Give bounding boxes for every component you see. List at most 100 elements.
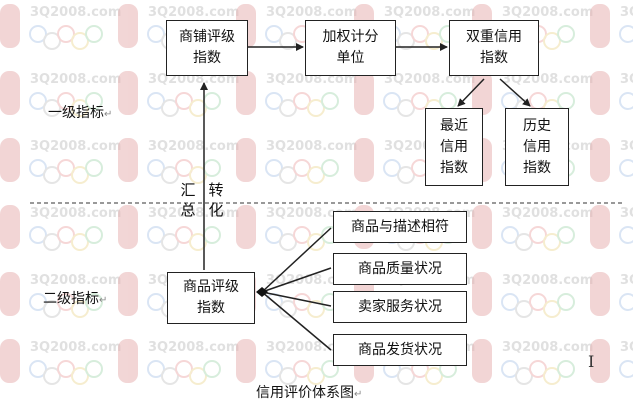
- watermark-logo-icon: [236, 205, 256, 249]
- watermark-ring-icon: [71, 300, 89, 318]
- watermark-text: 3Q2008.com: [502, 340, 593, 355]
- watermark-ring-icon: [29, 226, 47, 244]
- link-goods-match: [261, 227, 332, 293]
- watermark-ring-icon: [29, 25, 47, 43]
- watermark-tile: 3Q2008.com: [236, 138, 357, 184]
- watermark-ring-icon: [515, 233, 533, 251]
- goods-rating-index-box: 商品评级 指数: [167, 272, 255, 324]
- watermark-ring-icon: [279, 99, 297, 117]
- watermark-ring-icon: [557, 25, 575, 43]
- goods-shipping-box: 商品发货状况: [333, 334, 467, 366]
- watermark-ring-icon: [147, 226, 165, 244]
- watermark-ring-icon: [71, 367, 89, 385]
- watermark-text: 3Q2008.com: [620, 273, 633, 288]
- watermark-text: 3Q2008.com: [30, 5, 121, 20]
- goods-match-description-box: 商品与描述相符: [333, 211, 467, 243]
- watermark-ring-icon: [501, 293, 519, 311]
- watermark-ring-icon: [189, 166, 207, 184]
- watermark-ring-icon: [43, 99, 61, 117]
- watermark-logo-icon: [354, 71, 374, 115]
- watermark-ring-icon: [71, 233, 89, 251]
- watermark-ring-icon: [147, 92, 165, 110]
- watermark-logo-icon: [0, 272, 20, 316]
- watermark-tile: 3Q2008.com: [0, 138, 121, 184]
- watermark-ring-icon: [321, 92, 339, 110]
- watermark-ring-icon: [57, 226, 75, 244]
- watermark-ring-icon: [85, 159, 103, 177]
- watermark-ring-icon: [619, 293, 633, 311]
- watermark-ring-icon: [85, 360, 103, 378]
- watermark-ring-icon: [43, 32, 61, 50]
- watermark-ring-icon: [175, 360, 193, 378]
- watermark-ring-icon: [71, 166, 89, 184]
- watermark-ring-icon: [293, 226, 311, 244]
- watermark-logo-icon: [590, 339, 610, 383]
- watermark-ring-icon: [619, 360, 633, 378]
- watermark-ring-icon: [265, 360, 283, 378]
- watermark-text: 3Q2008.com: [620, 340, 633, 355]
- watermark-ring-icon: [543, 300, 561, 318]
- watermark-logo-icon: [590, 71, 610, 115]
- watermark-logo-icon: [236, 71, 256, 115]
- watermark-text: 3Q2008.com: [266, 139, 357, 154]
- watermark-tile: 3Q2008.com: [118, 339, 239, 385]
- watermark-ring-icon: [189, 99, 207, 117]
- watermark-ring-icon: [71, 32, 89, 50]
- watermark-ring-icon: [397, 367, 415, 385]
- watermark-ring-icon: [307, 99, 325, 117]
- watermark-text: 3Q2008.com: [30, 273, 121, 288]
- arrow-dual-to-history: [499, 78, 531, 107]
- watermark-ring-icon: [29, 360, 47, 378]
- recent-credit-index-box: 最近 信用 指数: [425, 108, 483, 186]
- watermark-logo-icon: [472, 205, 492, 249]
- watermark-ring-icon: [71, 99, 89, 117]
- watermark-text: 3Q2008.com: [148, 139, 239, 154]
- history-credit-index-box: 历史 信用 指数: [505, 108, 569, 186]
- watermark-ring-icon: [161, 99, 179, 117]
- watermark-ring-icon: [161, 166, 179, 184]
- watermark-ring-icon: [279, 300, 297, 318]
- watermark-ring-icon: [57, 92, 75, 110]
- watermark-ring-icon: [147, 360, 165, 378]
- dual-credit-index-box: 双重信用 指数: [449, 20, 539, 76]
- watermark-ring-icon: [293, 360, 311, 378]
- watermark-ring-icon: [57, 293, 75, 311]
- watermark-ring-icon: [29, 92, 47, 110]
- watermark-ring-icon: [175, 226, 193, 244]
- level2-label: 二级指标↵: [43, 291, 108, 307]
- level1-label: 一级指标↵: [48, 105, 113, 121]
- watermark-ring-icon: [515, 300, 533, 318]
- watermark-logo-icon: [236, 138, 256, 182]
- watermark-logo-icon: [590, 4, 610, 48]
- watermark-tile: 3Q2008.com: [118, 4, 239, 50]
- watermark-ring-icon: [147, 293, 165, 311]
- transform-label: 转化: [208, 181, 224, 219]
- watermark-ring-icon: [501, 360, 519, 378]
- watermark-ring-icon: [189, 367, 207, 385]
- arrow-dual-to-recent: [457, 78, 485, 107]
- watermark-ring-icon: [85, 293, 103, 311]
- watermark-logo-icon: [118, 4, 138, 48]
- watermark-text: 3Q2008.com: [30, 206, 121, 221]
- watermark-ring-icon: [161, 367, 179, 385]
- summary-label: 汇总: [180, 181, 196, 219]
- watermark-logo-icon: [118, 272, 138, 316]
- watermark-ring-icon: [383, 92, 401, 110]
- watermark-logo-icon: [472, 272, 492, 316]
- watermark-logo-icon: [118, 138, 138, 182]
- watermark-ring-icon: [175, 159, 193, 177]
- watermark-ring-icon: [147, 25, 165, 43]
- watermark-ring-icon: [557, 360, 575, 378]
- watermark-ring-icon: [307, 166, 325, 184]
- watermark-logo-icon: [354, 138, 374, 182]
- watermark-ring-icon: [293, 159, 311, 177]
- text-cursor-icon: I: [588, 352, 595, 371]
- link-goods-shipping: [261, 291, 332, 351]
- watermark-ring-icon: [265, 92, 283, 110]
- watermark-ring-icon: [307, 233, 325, 251]
- watermark-ring-icon: [203, 360, 221, 378]
- watermark-text: 3Q2008.com: [148, 206, 239, 221]
- watermark-ring-icon: [307, 300, 325, 318]
- watermark-text: 3Q2008.com: [502, 5, 593, 20]
